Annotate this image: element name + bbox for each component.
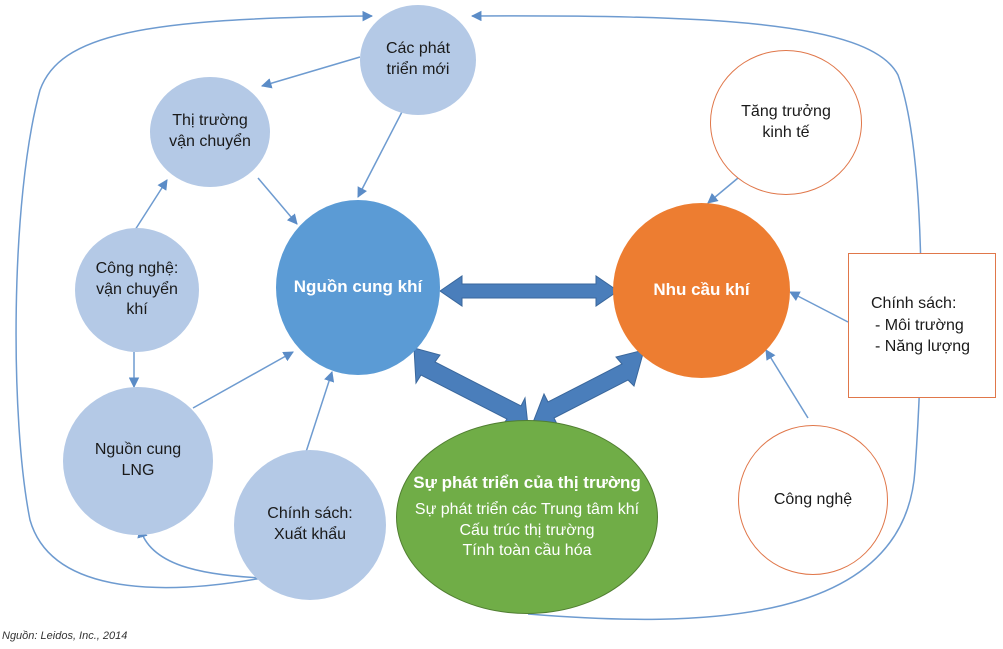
transport-tech-to-transport-market-arrow <box>134 179 168 231</box>
node-market-development: Sự phát triển của thị trường Sự phát tri… <box>396 420 658 614</box>
policy-item: - Môi trường <box>875 316 964 334</box>
node-lng-supply-label: Nguồn cung LNG <box>94 441 182 479</box>
node-export-policy: Chính sách: Xuất khẩu <box>234 450 386 600</box>
new-dev-to-supply-arrow <box>357 107 405 198</box>
node-transport-tech: Công nghệ: vận chuyển khí <box>75 228 199 352</box>
market-title: Sự phát triển của thị trường <box>413 472 641 492</box>
loop-left-arrow <box>15 10 374 589</box>
market-line: Sự phát triển các Trung tâm khí <box>414 500 640 518</box>
node-economic-growth: Tăng trưởng kinh tế <box>710 50 862 195</box>
source-note: Nguồn: Leidos, Inc., 2014 <box>2 630 128 642</box>
node-technology-label: Công nghệ <box>773 490 853 508</box>
growth-to-demand-arrow <box>707 177 739 204</box>
node-new-developments-label: Các phát triển mới <box>385 40 451 78</box>
node-gas-supply-label: Nguồn cung khí <box>293 277 423 297</box>
export-to-lng-arrow <box>137 526 263 579</box>
node-gas-supply: Nguồn cung khí <box>276 200 440 375</box>
policy-title: Chính sách: <box>871 295 957 313</box>
export-to-supply-arrow <box>305 371 335 453</box>
node-technology: Công nghệ <box>738 425 888 575</box>
tech-to-demand-arrow <box>765 349 809 419</box>
node-export-policy-label: Chính sách: Xuất khẩu <box>267 505 353 543</box>
supply-demand-double-arrow <box>439 275 619 307</box>
node-lng-supply: Nguồn cung LNG <box>63 387 213 535</box>
node-transport-market-label: Thị trường vận chuyển <box>169 112 251 150</box>
policy-box: Chính sách: - Môi trường - Năng lượng <box>848 253 996 398</box>
new-dev-to-transport-market-arrow <box>260 56 361 89</box>
node-new-developments: Các phát triển mới <box>360 5 476 115</box>
transport-market-to-supply-arrow <box>257 177 298 225</box>
supply-market-double-arrow <box>413 347 529 427</box>
policy-to-demand-arrow <box>789 291 849 323</box>
node-transport-market: Thị trường vận chuyển <box>150 77 270 187</box>
node-economic-growth-label: Tăng trưởng kinh tế <box>741 102 831 141</box>
lng-to-supply-arrow <box>192 351 294 409</box>
node-gas-demand: Nhu cầu khí <box>613 203 790 378</box>
market-line: Tính toàn cầu hóa <box>462 542 592 560</box>
demand-market-double-arrow <box>531 349 645 427</box>
market-line: Cấu trúc thị trường <box>459 521 595 539</box>
node-transport-tech-label: Công nghệ: vận chuyển khí <box>95 259 179 319</box>
node-gas-demand-label: Nhu cầu khí <box>653 280 750 300</box>
policy-item: - Năng lượng <box>875 338 971 356</box>
